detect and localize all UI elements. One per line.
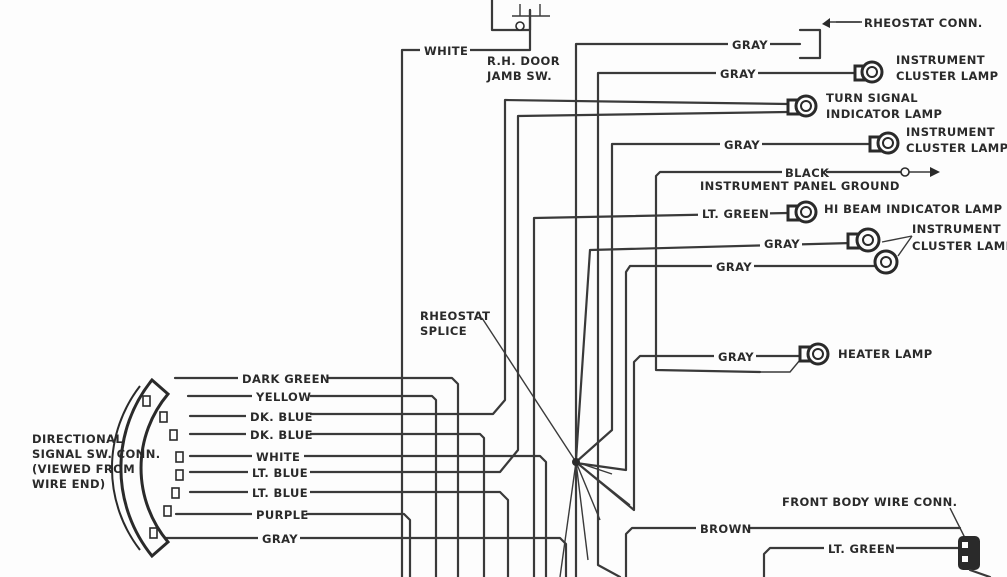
label-white-top: WHITE xyxy=(424,44,468,58)
rh-door-jamb-switch xyxy=(490,0,550,32)
label-directional-line-3: (VIEWED FROM xyxy=(32,462,135,476)
wire-turn-signal-a xyxy=(298,98,790,416)
label-gray-rheostat: GRAY xyxy=(732,38,768,52)
label-lt-green-hibeam: LT. GREEN xyxy=(702,207,769,221)
label-directional-line-1: DIRECTIONAL xyxy=(32,432,123,446)
wire-white-conn xyxy=(188,454,548,577)
ground-terminal xyxy=(900,167,910,177)
rheostat-connector xyxy=(798,18,860,60)
rheostat-splice-fan xyxy=(481,317,631,577)
label-cluster-2-line-2: CLUSTER LAMP xyxy=(906,141,1007,155)
instrument-cluster-lamp-1 xyxy=(853,60,884,84)
wire-gray-heater xyxy=(574,354,802,512)
hi-beam-indicator-lamp xyxy=(786,200,818,224)
label-front-body-wire-conn: FRONT BODY WIRE CONN. xyxy=(782,495,957,509)
directional-signal-connector xyxy=(111,377,184,559)
label-white-conn: WHITE xyxy=(256,450,300,464)
instrument-cluster-lamp-3b xyxy=(873,249,899,275)
label-yellow: YELLOW xyxy=(255,390,311,404)
cluster-lamp-3-leaders xyxy=(881,235,913,257)
instrument-cluster-lamp-3a xyxy=(846,227,881,253)
turn-signal-indicator-lamp xyxy=(786,94,818,118)
wire-gray-rheostat xyxy=(574,42,802,577)
label-rh-door-line-2: JAMB SW. xyxy=(486,69,552,83)
label-directional-line-4: WIRE END) xyxy=(32,477,106,491)
label-directional-line-2: SIGNAL SW. CONN. xyxy=(32,447,161,461)
wire-gray-conn xyxy=(160,536,568,577)
label-cluster-3-line-2: CLUSTER LAMP xyxy=(912,239,1007,253)
label-gray-heater: GRAY xyxy=(718,350,754,364)
label-cluster-1-line-1: INSTRUMENT xyxy=(896,53,985,67)
instrument-cluster-lamp-2 xyxy=(868,131,900,155)
wire-black-ground xyxy=(654,170,902,374)
label-gray-cluster-3a: GRAY xyxy=(764,237,800,251)
label-hi-beam: HI BEAM INDICATOR LAMP xyxy=(824,202,1002,216)
label-dk-blue-2: DK. BLUE xyxy=(250,428,313,442)
label-dk-blue-1: DK. BLUE xyxy=(250,410,313,424)
label-lt-blue-1: LT. BLUE xyxy=(252,466,308,480)
rheostat-splice-point xyxy=(572,458,580,466)
wire-turn-signal-b xyxy=(298,110,790,474)
label-gray-cluster-3b: GRAY xyxy=(716,260,752,274)
label-cluster-3-line-1: INSTRUMENT xyxy=(912,222,1001,236)
label-gray-cluster-1: GRAY xyxy=(720,67,756,81)
label-rheostat-splice-line-1: RHEOSTAT xyxy=(420,309,490,323)
component-labels: R.H. DOOR JAMB SW. RHEOSTAT CONN. INSTRU… xyxy=(32,16,1007,509)
label-cluster-1-line-2: CLUSTER LAMP xyxy=(896,69,998,83)
label-heater-lamp: HEATER LAMP xyxy=(838,347,933,361)
label-rheostat-splice-line-2: SPLICE xyxy=(420,324,467,338)
label-gray-conn: GRAY xyxy=(262,532,298,546)
label-instrument-panel-ground: INSTRUMENT PANEL GROUND xyxy=(700,179,900,193)
label-lt-green-front: LT. GREEN xyxy=(828,542,895,556)
label-black-ground: BLACK xyxy=(785,166,830,180)
front-body-leader xyxy=(949,507,967,541)
label-rh-door-line-1: R.H. DOOR xyxy=(487,54,560,68)
label-cluster-2-line-1: INSTRUMENT xyxy=(906,125,995,139)
label-gray-cluster-2: GRAY xyxy=(724,138,760,152)
label-turn-signal-line-1: TURN SIGNAL xyxy=(826,91,918,105)
label-brown: BROWN xyxy=(700,522,752,536)
label-rheostat-conn: RHEOSTAT CONN. xyxy=(864,16,983,30)
wire-gray-cluster-3b xyxy=(574,264,882,472)
label-turn-signal-line-2: INDICATOR LAMP xyxy=(826,107,942,121)
wire-brown xyxy=(624,526,962,577)
label-lt-blue-2: LT. BLUE xyxy=(252,486,308,500)
ground-arrow-head xyxy=(930,167,940,177)
label-dark-green: DARK GREEN xyxy=(242,372,330,386)
heater-lamp xyxy=(798,342,830,366)
wire-lt-blue-2 xyxy=(188,490,510,577)
wire-labels: WHITE GRAY GRAY GRAY BLACK LT. GREEN GRA… xyxy=(238,36,896,556)
heater-return-line xyxy=(760,359,801,373)
front-body-wire-connector xyxy=(958,536,992,577)
label-purple: PURPLE xyxy=(256,508,309,522)
wire-dark-green xyxy=(173,376,460,577)
